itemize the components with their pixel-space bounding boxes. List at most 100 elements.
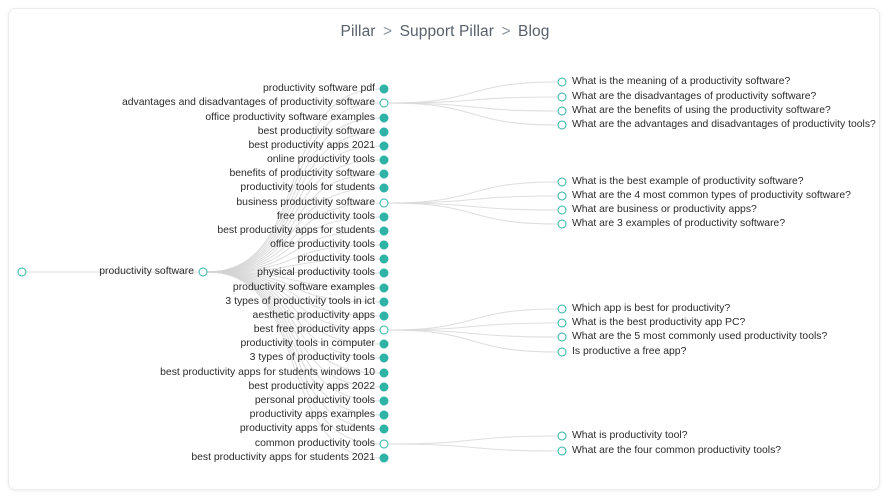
- question-label[interactable]: Which app is best for productivity?: [572, 302, 731, 314]
- keyword-label[interactable]: common productivity tools: [254, 437, 375, 449]
- question-node[interactable]: [557, 318, 567, 328]
- keyword-node[interactable]: [379, 368, 389, 378]
- keyword-node-expandable[interactable]: [379, 325, 389, 335]
- question-label[interactable]: What are business or productivity apps?: [572, 203, 757, 215]
- graph-edge: [388, 195, 558, 204]
- graph-edge: [388, 202, 558, 211]
- keyword-node[interactable]: [379, 155, 389, 165]
- keyword-label[interactable]: productivity apps examples: [249, 408, 375, 420]
- question-node[interactable]: [557, 219, 567, 229]
- question-node[interactable]: [557, 92, 567, 102]
- question-label[interactable]: What are the benefits of using the produ…: [572, 104, 831, 116]
- keyword-node[interactable]: [379, 84, 389, 94]
- question-label[interactable]: What is the best productivity app PC?: [572, 316, 746, 328]
- keyword-node[interactable]: [379, 127, 389, 137]
- question-node[interactable]: [557, 347, 567, 357]
- keyword-label[interactable]: best productivity apps for students 2021: [191, 451, 375, 463]
- question-node[interactable]: [557, 431, 567, 441]
- question-label[interactable]: What are the 5 most commonly used produc…: [572, 330, 828, 342]
- keyword-label[interactable]: best productivity apps for students: [217, 224, 375, 236]
- breadcrumb-crumb-blog[interactable]: Blog: [518, 23, 550, 40]
- question-label[interactable]: Is productive a free app?: [572, 345, 687, 357]
- keyword-node[interactable]: [379, 212, 389, 222]
- keyword-node[interactable]: [379, 339, 389, 349]
- keyword-node[interactable]: [379, 226, 389, 236]
- keyword-node[interactable]: [379, 113, 389, 123]
- keyword-label[interactable]: productivity tools for students: [240, 181, 375, 193]
- keyword-node-expandable[interactable]: [379, 439, 389, 449]
- keyword-label[interactable]: best productivity apps for students wind…: [160, 366, 375, 378]
- question-node[interactable]: [557, 77, 567, 87]
- question-node[interactable]: [557, 177, 567, 187]
- question-label[interactable]: What are 3 examples of productivity soft…: [572, 217, 786, 229]
- keyword-node[interactable]: [379, 424, 389, 434]
- keyword-label[interactable]: best productivity software: [257, 125, 375, 137]
- graph-edge: [388, 322, 558, 331]
- question-node[interactable]: [557, 332, 567, 342]
- keyword-label[interactable]: advantages and disadvantages of producti…: [122, 96, 375, 108]
- graph-edge: [388, 329, 558, 338]
- keyword-label[interactable]: office productivity tools: [270, 238, 375, 250]
- graph-edge: [206, 187, 381, 273]
- question-label[interactable]: What are the four common productivity to…: [572, 444, 782, 456]
- keyword-node[interactable]: [379, 141, 389, 151]
- hub-node[interactable]: [198, 267, 208, 277]
- hub-label[interactable]: productivity software: [99, 265, 194, 277]
- root-node[interactable]: [17, 267, 27, 277]
- keyword-label[interactable]: 3 types of productivity tools in ict: [225, 295, 375, 307]
- graph-edge: [206, 216, 381, 273]
- keyword-label[interactable]: office productivity software examples: [205, 111, 375, 123]
- keyword-node[interactable]: [379, 268, 389, 278]
- question-label[interactable]: What are the advantages and disadvantage…: [572, 118, 876, 130]
- keyword-label[interactable]: productivity software examples: [232, 281, 375, 293]
- keyword-node[interactable]: [379, 240, 389, 250]
- question-node[interactable]: [557, 304, 567, 314]
- question-node[interactable]: [557, 205, 567, 215]
- breadcrumb-crumb-pillar[interactable]: Pillar: [340, 23, 376, 40]
- keyword-node[interactable]: [379, 311, 389, 321]
- keyword-label[interactable]: best free productivity apps: [253, 323, 375, 335]
- keyword-node[interactable]: [379, 183, 389, 193]
- keyword-label[interactable]: productivity software pdf: [262, 82, 375, 94]
- keyword-label[interactable]: aesthetic productivity apps: [252, 309, 375, 321]
- question-label[interactable]: What is productivity tool?: [572, 429, 688, 441]
- question-label[interactable]: What is the meaning of a productivity so…: [572, 75, 791, 87]
- question-node[interactable]: [557, 120, 567, 130]
- question-label[interactable]: What are the 4 most common types of prod…: [572, 189, 851, 201]
- keyword-node[interactable]: [379, 453, 389, 463]
- breadcrumb-crumb-support-pillar[interactable]: Support Pillar: [399, 23, 495, 40]
- graph-card: Pillar > Support Pillar > Blog productiv…: [8, 8, 880, 490]
- question-label[interactable]: What is the best example of productivity…: [572, 175, 804, 187]
- keyword-label[interactable]: personal productivity tools: [254, 394, 375, 406]
- keyword-node-expandable[interactable]: [379, 198, 389, 208]
- keyword-label[interactable]: free productivity tools: [276, 210, 375, 222]
- keyword-label[interactable]: productivity tools: [297, 252, 375, 264]
- keyword-node[interactable]: [379, 254, 389, 264]
- keyword-label[interactable]: online productivity tools: [266, 153, 375, 165]
- graph-edge: [206, 271, 381, 289]
- keyword-node[interactable]: [379, 297, 389, 307]
- keyword-label[interactable]: productivity tools in computer: [240, 337, 375, 349]
- graph-edge: [388, 96, 558, 104]
- graph-edge: [206, 271, 381, 331]
- question-node[interactable]: [557, 446, 567, 456]
- keyword-label[interactable]: business productivity software: [236, 196, 375, 208]
- keyword-node[interactable]: [379, 283, 389, 293]
- keyword-label[interactable]: 3 types of productivity tools: [249, 351, 375, 363]
- keyword-label[interactable]: productivity apps for students: [239, 422, 375, 434]
- keyword-node[interactable]: [379, 396, 389, 406]
- keyword-node[interactable]: [379, 353, 389, 363]
- keyword-node[interactable]: [379, 169, 389, 179]
- keyword-label[interactable]: best productivity apps 2021: [248, 139, 376, 151]
- graph-edge: [206, 131, 381, 273]
- keyword-node[interactable]: [379, 410, 389, 420]
- question-node[interactable]: [557, 191, 567, 201]
- graph-edge: [388, 102, 558, 126]
- keyword-node[interactable]: [379, 382, 389, 392]
- keyword-label[interactable]: best productivity apps 2022: [248, 380, 376, 392]
- keyword-label[interactable]: benefits of productivity software: [229, 167, 375, 179]
- keyword-label[interactable]: physical productivity tools: [257, 266, 375, 278]
- keyword-node-expandable[interactable]: [379, 98, 389, 108]
- question-label[interactable]: What are the disadvantages of productivi…: [572, 90, 817, 102]
- question-node[interactable]: [557, 106, 567, 116]
